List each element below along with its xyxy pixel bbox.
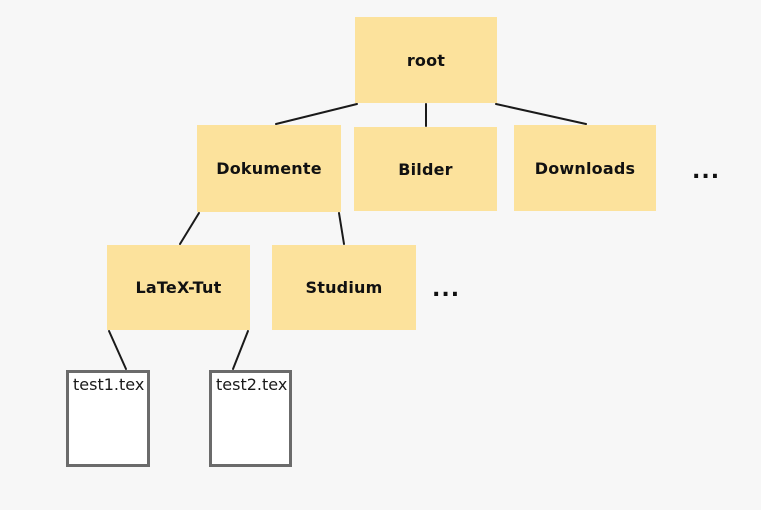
- tree-edge-latex_tut-test1: [108, 330, 127, 370]
- node-root[interactable]: root: [355, 17, 497, 103]
- node-dokumente-label: Dokumente: [216, 159, 322, 178]
- tree-edge-dokumente-studium: [338, 212, 345, 245]
- node-dokumente[interactable]: Dokumente: [197, 125, 341, 212]
- node-downloads[interactable]: Downloads: [514, 125, 656, 211]
- ellipsis-row2: ...: [692, 159, 721, 184]
- node-studium[interactable]: Studium: [272, 245, 416, 330]
- node-bilder[interactable]: Bilder: [354, 127, 497, 211]
- tree-edge-root-dokumente: [275, 103, 358, 125]
- node-test1-tex-label: test1.tex: [73, 375, 145, 394]
- node-root-label: root: [406, 50, 446, 70]
- node-latex-tut-label: LaTeX-Tut: [135, 278, 222, 297]
- node-latex-tut[interactable]: LaTeX-Tut: [107, 245, 250, 330]
- node-downloads-label: Downloads: [534, 158, 636, 178]
- node-test2-tex[interactable]: test2.tex: [209, 370, 292, 467]
- tree-edge-dokumente-latex_tut: [179, 212, 200, 245]
- node-studium-label: Studium: [305, 278, 383, 297]
- node-test2-tex-label: test2.tex: [216, 375, 288, 394]
- node-bilder-label: Bilder: [398, 159, 453, 179]
- ellipsis-row3: ...: [432, 277, 461, 302]
- tree-edge-root-downloads: [495, 103, 587, 125]
- node-test1-tex[interactable]: test1.tex: [66, 370, 150, 467]
- tree-edge-latex_tut-test2: [232, 330, 249, 370]
